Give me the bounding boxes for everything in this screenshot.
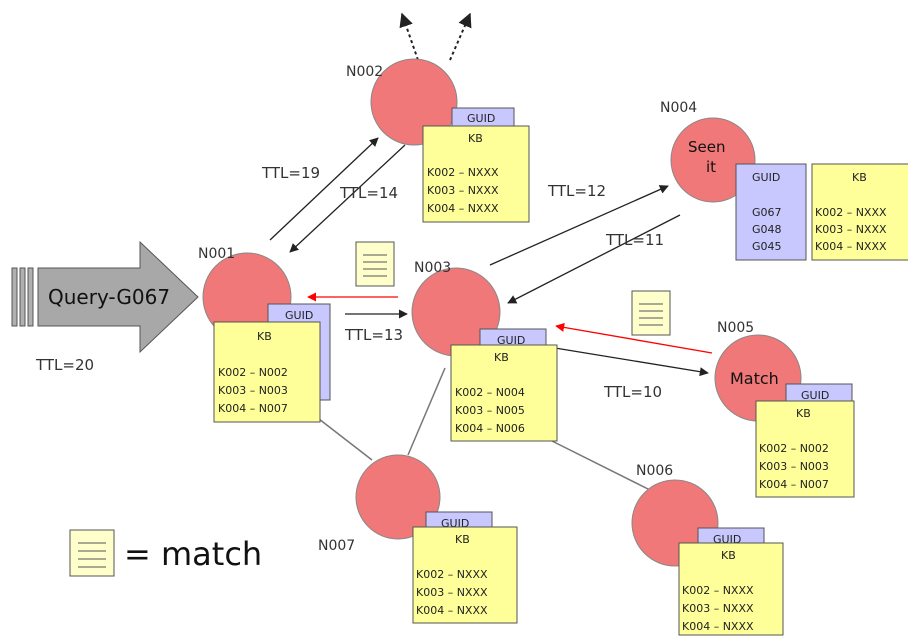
kb-label: KB [721,549,736,562]
node-label: N004 [660,100,697,116]
kb-entry: K003 – N003 [218,384,288,397]
node-n004: N004 Seen it GUID G067 G048 G045 KB K002… [660,100,908,261]
node-n005: N005 Match GUID KB K002 – N002 K003 – N0… [714,320,855,498]
node-n006: N006 GUID KB K002 – NXXX K003 – NXXX K00… [631,463,784,636]
node-n007: N007 GUID KB K002 – NXXX K003 – NXXX K00… [318,454,518,624]
arrow-n003-to-n005 [554,347,709,377]
ttl-n003-n004: TTL=12 [547,182,606,200]
node-status: Seen [688,138,726,156]
kb-entry: K004 – N007 [218,402,288,415]
guid-label: GUID [497,334,525,347]
kb-entry: K002 – N002 [218,366,288,379]
kb-entry: K003 – N003 [759,460,829,473]
document-icon [69,529,115,577]
node-label: N001 [198,246,235,262]
node-label: N002 [346,64,383,80]
guid-label: GUID [801,389,829,402]
node-status: it [706,158,716,176]
guid-entry: G045 [752,240,782,253]
document-icon [355,241,395,287]
kb-label: KB [468,132,483,145]
document-icon [631,290,671,336]
match-arrow-n005-to-n003 [555,322,713,354]
ttl-n001-n002: TTL=19 [261,164,320,182]
kb-entry: K002 – NXXX [427,166,499,179]
arrow-n004-to-n003 [507,214,681,304]
arrow-n002-to-n001 [289,144,406,253]
legend: = match [69,529,262,577]
kb-label: KB [494,351,509,364]
kb-entry: K004 – N007 [759,478,829,491]
guid-entry: G067 [752,206,782,219]
kb-entry: K003 – N005 [455,404,525,417]
kb-entry: K003 – NXXX [682,602,754,615]
kb-entry: K004 – NXXX [815,240,887,253]
kb-entry: K003 – NXXX [427,184,499,197]
node-label: N007 [318,538,355,554]
node-n003: N003 GUID KB K002 – N004 K003 – N005 K00… [411,260,558,442]
kb-entry: K002 – NXXX [815,206,887,219]
kb-entry: K002 – N004 [455,386,525,399]
kb-label: KB [455,533,470,546]
ttl-n002-n001: TTL=14 [339,184,398,202]
ttl-n004-n003: TTL=11 [605,231,664,249]
kb-entry: K004 – NXXX [416,604,488,617]
query-arrow: Query-G067 [11,240,199,354]
kb-entry: K002 – NXXX [682,584,754,597]
ttl-n003-n005: TTL=10 [603,383,662,401]
node-n001: N001 GUID KB K002 – N002 K003 – N003 K00… [198,246,331,423]
kb-entry: K004 – NXXX [427,202,499,215]
node-label: N006 [636,463,673,479]
forward-arrow-left [399,12,419,61]
guid-label: GUID [285,309,313,322]
kb-entry: K003 – NXXX [815,223,887,236]
guid-entry: G048 [752,223,782,236]
node-n002: N002 GUID KB K002 – NXXX K003 – NXXX K00… [346,58,530,223]
node-status: Match [730,369,779,388]
kb-label: KB [796,407,811,420]
arrow-n001-to-n002 [269,137,379,241]
kb-entry: K002 – NXXX [416,568,488,581]
kb-label: KB [852,171,867,184]
node-label: N005 [717,320,754,336]
kb-entry: K002 – N002 [759,442,829,455]
legend-text: = match [124,535,262,573]
edge-n003-n006 [539,434,651,491]
kb-label: KB [257,330,272,343]
query-ttl: TTL=20 [35,356,94,374]
node-label: N003 [414,260,451,276]
kb-entry: K003 – NXXX [416,586,488,599]
ttl-n001-n003: TTL=13 [344,326,403,344]
kb-entry: K004 – NXXX [682,620,754,633]
guid-label: GUID [467,112,495,125]
query-label: Query-G067 [48,285,170,309]
kb-entry: K004 – N006 [455,422,525,435]
arrow-n003-to-n004 [489,185,669,266]
guid-label: GUID [752,171,780,184]
edge-n003-n007 [407,367,446,456]
forward-arrow-right [449,12,472,61]
